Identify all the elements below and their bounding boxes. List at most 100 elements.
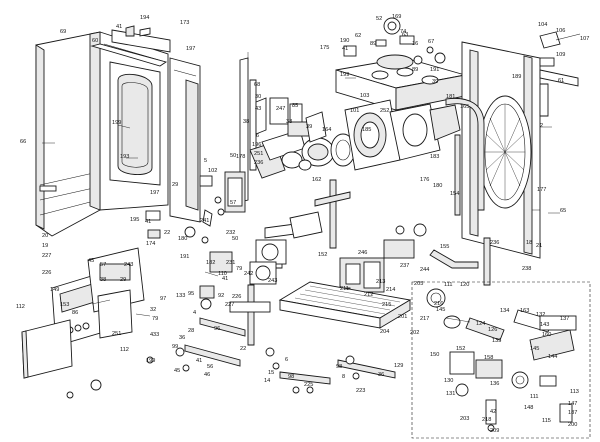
part-number-label: 21 [536,243,542,249]
part-number-label: 147 [568,401,577,407]
part-number-label: 16 [412,41,418,47]
front-casing-panel [35,31,101,237]
part-number-label: 135 [492,338,501,344]
side-panel [169,57,201,223]
part-number-label: 110 [218,271,227,277]
part-number-label: 2 [540,123,543,129]
part-number-label: 74 [400,29,406,35]
part-number-label: 149 [50,287,59,293]
part-number-label: 5 [204,158,207,164]
part-number-label: 62 [355,33,361,39]
part-number-label: 136 [490,381,499,387]
part-number-label: 153 [60,302,69,308]
part-number-label: 238 [522,266,531,272]
part-number-label: 201 [398,314,407,320]
part-number-label: 46 [204,372,210,378]
part-number-label: 85 [292,103,298,109]
part-number-label: 86 [72,310,78,316]
burner-group [249,97,356,179]
part-number-label: 8 [342,374,345,380]
part-number-label: 98 [336,364,342,370]
part-number-label: 223 [356,388,365,394]
part-number-label: 112 [120,347,129,353]
part-number-label: 104 [538,22,547,28]
part-number-label: 36 [378,372,384,378]
part-number-label: 131 [446,391,455,397]
part-number-label: 109 [556,52,565,58]
part-number-label: 45 [174,368,180,374]
part-number-label: 211 [340,286,349,292]
part-number-label: 191 [430,67,439,73]
part-number-label: 112 [16,304,25,310]
part-number-label: 113 [570,389,579,395]
part-number-label: 174 [146,241,155,247]
part-number-label: 158 [484,355,493,361]
part-number-label: 96 [214,326,220,332]
part-number-label: 56 [207,364,213,370]
part-number-label: 22 [164,230,170,236]
part-number-label: 236 [490,240,499,246]
part-number-label: 79 [152,316,158,322]
part-number-label: 251 [112,331,121,337]
part-number-label: 251 [254,151,263,157]
part-number-label: 231 [226,260,235,266]
part-number-label: 38 [100,277,106,283]
pipes [184,97,491,385]
part-number-label: 115 [542,418,551,424]
part-number-label: 61 [558,78,564,84]
part-number-label: 60 [92,38,98,44]
part-number-label: 246 [358,250,367,256]
part-number-label: 162 [312,177,321,183]
part-number-label: 57 [230,200,236,206]
part-number-label: 29 [120,277,126,283]
part-number-label: 226 [42,270,51,276]
part-number-label: 36 [179,335,185,341]
part-number-labels: 6669601944117319719919319729102550196104… [0,0,589,434]
part-number-label: 232 [226,230,235,236]
part-number-label: 98 [288,374,294,380]
part-number-label: 212 [364,292,373,298]
part-number-label: 41 [116,24,122,30]
part-number-label: 143 [540,322,549,328]
part-number-label: 145 [436,307,445,313]
part-number-label: 187 [568,410,577,416]
part-number-label: 68 [254,82,260,88]
part-number-label: 41 [342,46,348,52]
part-number-label: 176 [420,177,429,183]
part-number-label: 102 [208,168,217,174]
part-number-label: 199 [146,358,155,364]
control-panel [21,247,145,379]
part-number-label: 67 [428,39,434,45]
part-number-label: 150 [430,352,439,358]
part-number-label: 165 [460,104,469,110]
base-tray [278,281,412,329]
part-number-label: 111 [444,282,453,288]
part-number-label: 242 [244,271,253,277]
part-number-label: 175 [320,45,329,51]
part-number-label: 180 [433,183,442,189]
part-number-label: 97 [160,296,166,302]
part-number-label: 137 [560,316,569,322]
part-number-label: 101 [350,108,359,114]
part-number-label: 205 [414,281,423,287]
part-number-label: 20 [42,233,48,239]
heat-exchanger [335,52,466,111]
part-number-label: 148 [524,405,533,411]
part-number-label: 19 [42,243,48,249]
part-number-label: 130 [444,378,453,384]
part-number-label: 214 [386,287,395,293]
part-number-label: 169 [392,14,401,20]
part-number-label: 33 [286,119,292,125]
top-right-parts [343,17,581,57]
part-number-label: 190 [340,38,349,44]
chassis-frame [461,41,579,259]
part-number-label: 111 [530,394,539,400]
part-number-label: 39 [432,79,438,85]
part-number-label: 6 [285,357,288,363]
part-number-label: 243 [268,278,277,284]
part-number-label: 196 [252,142,261,148]
part-number-label: 38 [243,119,249,125]
part-number-label: 191 [180,254,189,260]
bottom-fittings [66,347,360,399]
